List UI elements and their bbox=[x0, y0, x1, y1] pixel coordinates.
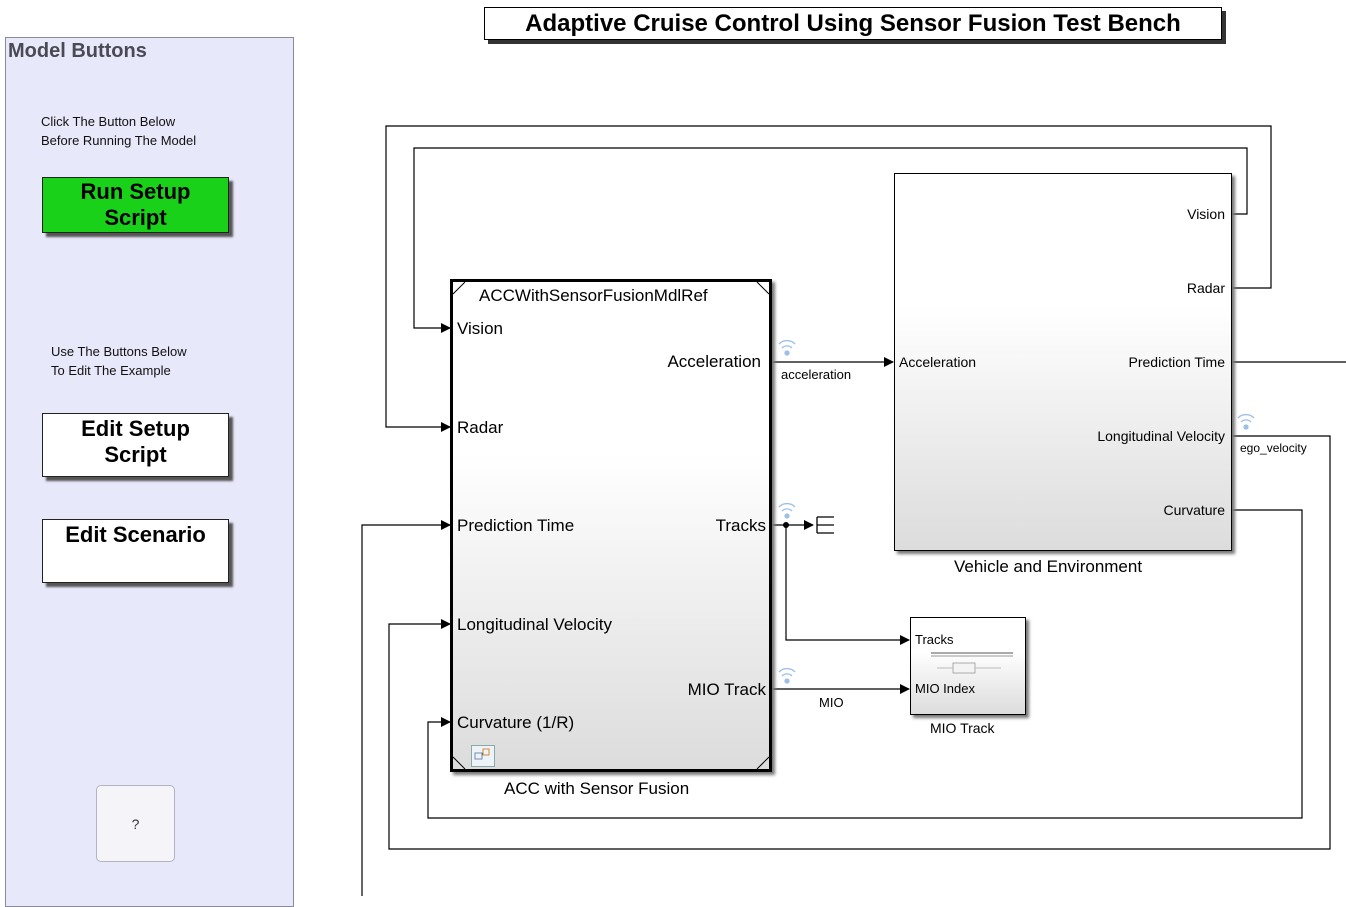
mio-track-selector-icon bbox=[931, 652, 1013, 674]
vehicle-output-curvature: Curvature bbox=[1163, 502, 1225, 518]
wire-ego-velocity bbox=[388, 435, 1331, 850]
wifi-icon bbox=[1237, 413, 1255, 430]
edit-scenario-button[interactable]: Edit Scenario bbox=[42, 519, 229, 583]
wire-prediction-time-in bbox=[361, 520, 451, 896]
acc-input-longitudinal-velocity: Longitudinal Velocity bbox=[457, 615, 613, 634]
wire-vision bbox=[413, 147, 1248, 333]
vehicle-output-longitudinal-velocity: Longitudinal Velocity bbox=[1097, 428, 1225, 444]
wire-curvature bbox=[427, 509, 1303, 819]
acc-input-curvature: Curvature (1/R) bbox=[457, 713, 575, 732]
signal-label-ego-velocity: ego_velocity bbox=[1240, 441, 1307, 455]
acc-output-acceleration: Acceleration bbox=[667, 352, 761, 371]
vehicle-block-name: Vehicle and Environment bbox=[954, 557, 1143, 576]
edit-setup-script-button[interactable]: Edit Setup Script bbox=[42, 413, 229, 477]
wifi-icon bbox=[778, 667, 796, 684]
acc-output-mio-track: MIO Track bbox=[687, 680, 766, 699]
wifi-icon bbox=[778, 502, 796, 519]
signal-logging-icons bbox=[778, 339, 1255, 684]
wifi-icon bbox=[778, 339, 796, 356]
acc-input-prediction-time: Prediction Time bbox=[457, 516, 575, 535]
acc-block-name: ACC with Sensor Fusion bbox=[504, 779, 690, 798]
acc-input-radar: Radar bbox=[457, 418, 504, 437]
branch-point bbox=[783, 522, 789, 528]
vehicle-input-acceleration: Acceleration bbox=[899, 354, 977, 370]
model-reference-corners bbox=[453, 282, 769, 769]
signal-label-mio: MIO bbox=[819, 695, 844, 710]
terminator-icon bbox=[816, 516, 834, 534]
mio-input-tracks: Tracks bbox=[915, 632, 954, 647]
panel-title: Model Buttons bbox=[8, 40, 147, 62]
vehicle-output-vision: Vision bbox=[1187, 206, 1225, 222]
acc-with-sensor-fusion-block[interactable] bbox=[450, 279, 772, 772]
signal-label-acceleration: acceleration bbox=[781, 367, 852, 382]
acc-output-tracks: Tracks bbox=[715, 516, 766, 535]
model-reference-name: ACCWithSensorFusionMdlRef bbox=[479, 286, 708, 305]
edit-note: Use The Buttons Below To Edit The Exampl… bbox=[51, 344, 187, 378]
run-setup-script-button[interactable]: Run Setup Script bbox=[42, 177, 229, 233]
mio-track-block[interactable] bbox=[910, 617, 1026, 715]
vehicle-output-prediction-time: Prediction Time bbox=[1128, 354, 1225, 370]
help-button[interactable]: ? bbox=[96, 785, 175, 862]
mio-block-name: MIO Track bbox=[930, 720, 995, 736]
vehicle-and-environment-block[interactable] bbox=[894, 173, 1232, 551]
wire-radar bbox=[385, 125, 1272, 432]
wire-tracks-mio bbox=[785, 525, 910, 645]
vehicle-output-radar: Radar bbox=[1186, 280, 1225, 296]
mio-input-mio-index: MIO Index bbox=[915, 681, 975, 696]
setup-note: Click The Button Below Before Running Th… bbox=[41, 114, 197, 148]
model-reference-icon[interactable] bbox=[471, 745, 495, 767]
model-title: Adaptive Cruise Control Using Sensor Fus… bbox=[484, 7, 1222, 40]
acc-input-vision: Vision bbox=[457, 319, 503, 338]
